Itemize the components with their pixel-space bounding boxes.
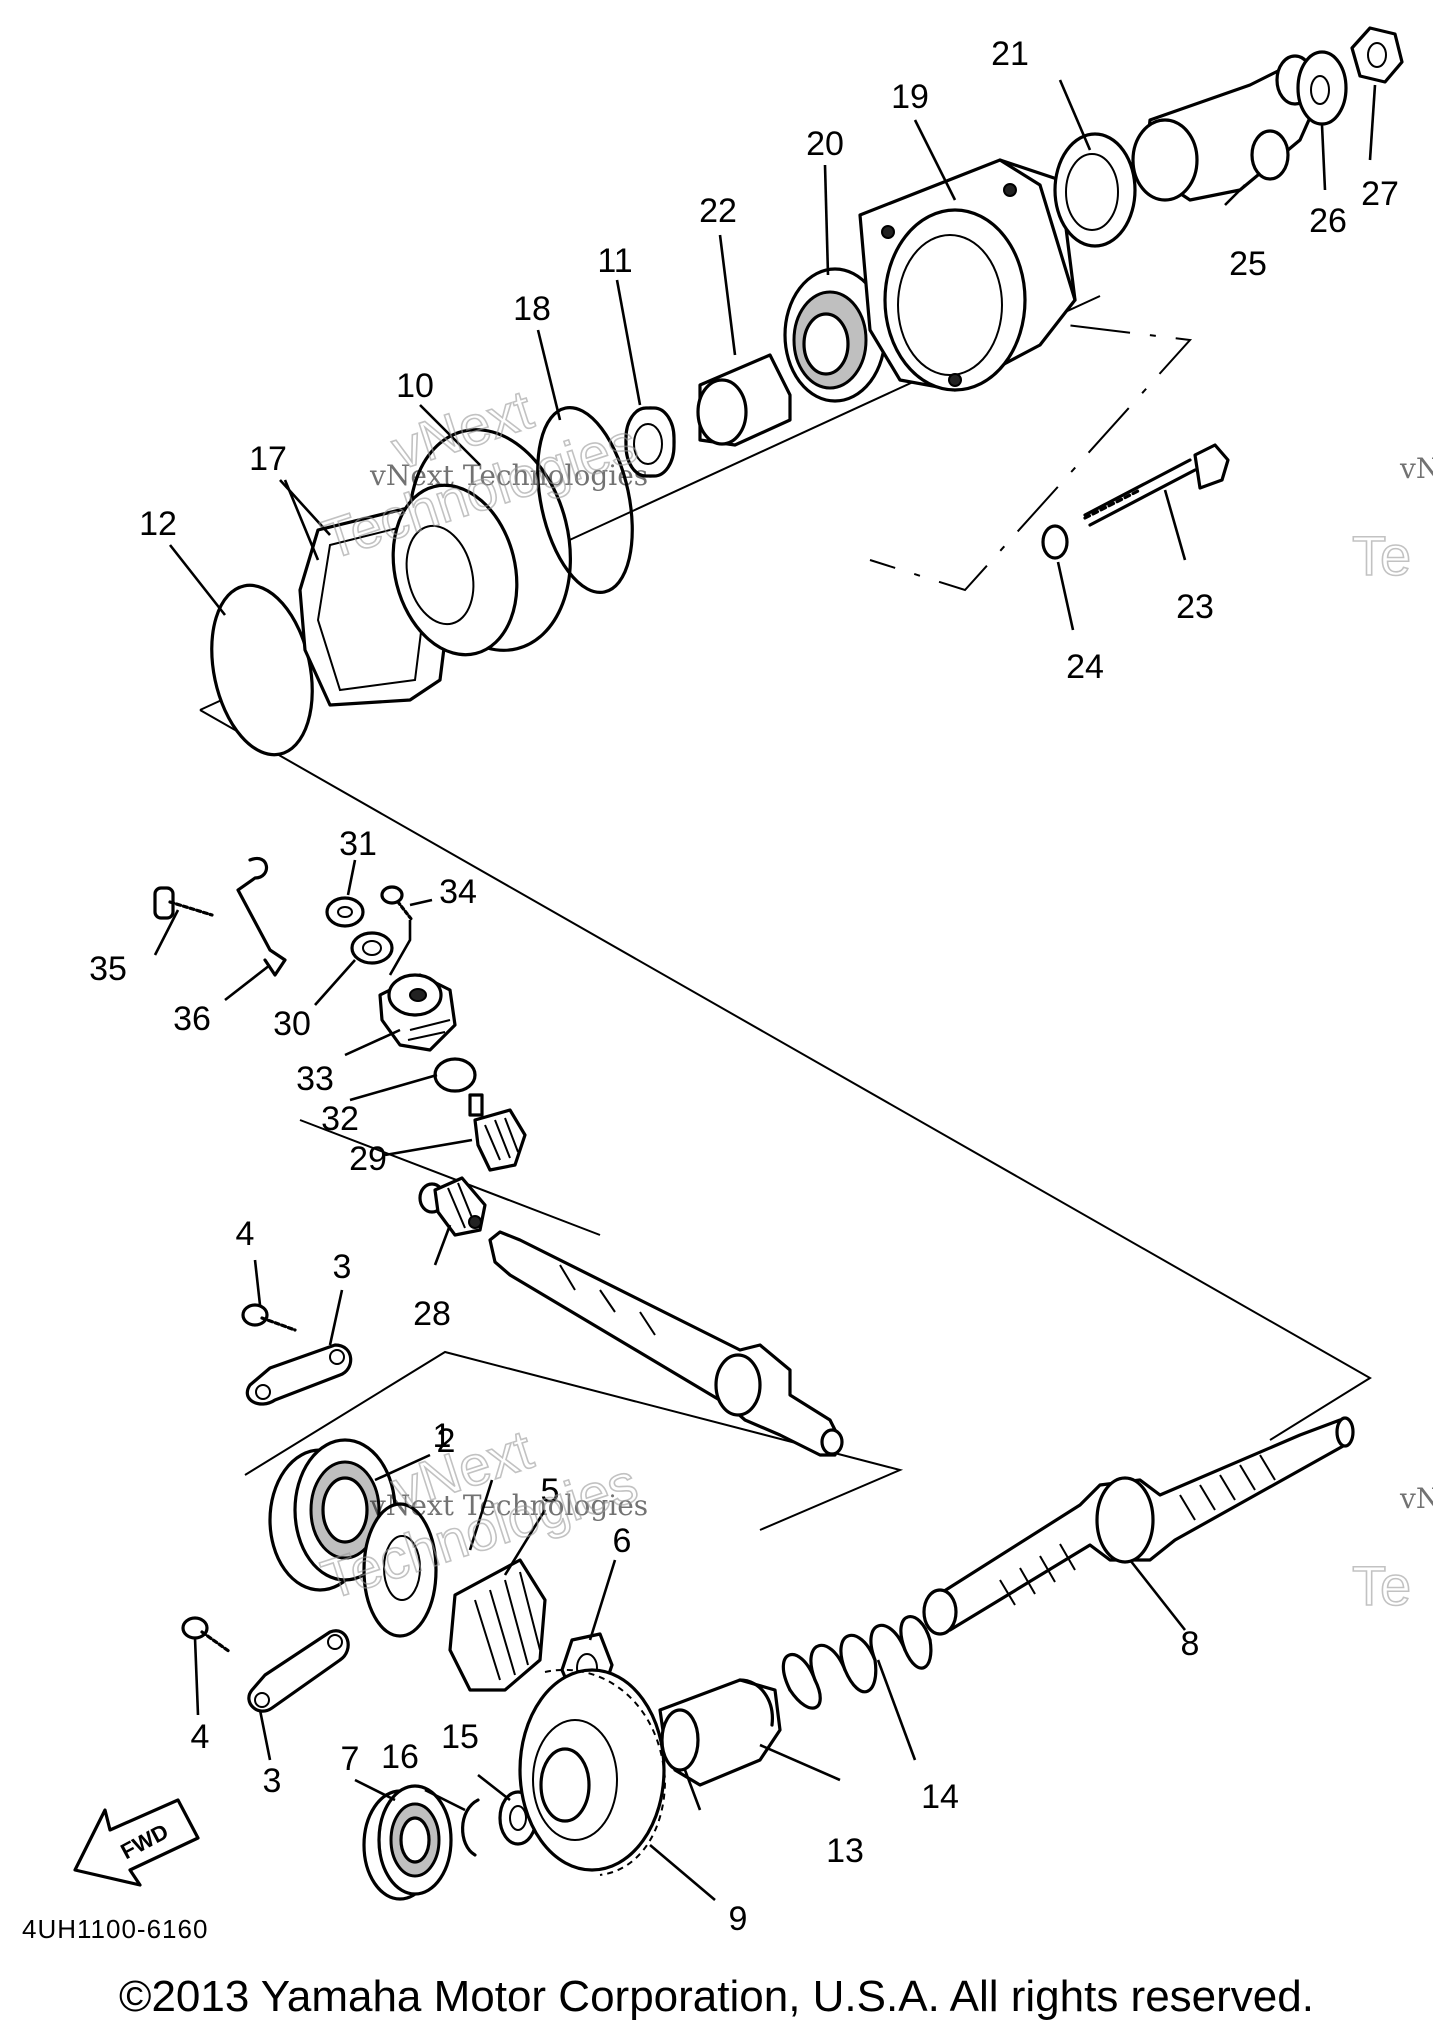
part-number-labels: 1 2 3 3 4 4 5 6 7 8 9 10 11 12 13 14 15 … (89, 35, 1399, 1938)
part-25-universal-yoke (1131, 54, 1322, 202)
label-part-25: 25 (1229, 245, 1267, 283)
label-part-1: 1 (433, 1417, 452, 1455)
part-32-seal (433, 1057, 477, 1093)
label-part-31: 31 (339, 825, 377, 863)
label-part-7: 7 (341, 1740, 360, 1778)
part-31-washer (325, 896, 365, 928)
label-part-8: 8 (1181, 1625, 1200, 1663)
part-11-bushing (624, 406, 676, 478)
part-7-bearing (362, 1784, 453, 1901)
watermark-edge-2: Te (1352, 524, 1411, 587)
label-part-12: 12 (139, 505, 177, 543)
leader-lines (153, 79, 1377, 1901)
label-part-28: 28 (413, 1295, 451, 1333)
watermark-text-lower: vNext Technologies (369, 1489, 648, 1522)
label-part-36: 36 (173, 1000, 211, 1038)
part-33-drive-housing (378, 973, 457, 1052)
label-part-23: 23 (1176, 588, 1214, 626)
part-3-plate-lower (247, 1629, 350, 1713)
label-part-14: 14 (921, 1778, 959, 1816)
watermark-edge-1: vN (1399, 452, 1433, 485)
label-part-3-upper: 3 (333, 1248, 352, 1286)
watermark-edge-3: vN (1399, 1482, 1433, 1515)
part-26-washer (1296, 50, 1348, 126)
label-part-4-upper: 4 (236, 1215, 255, 1253)
part-28-drive-gear (418, 1176, 487, 1237)
label-part-20: 20 (806, 125, 844, 163)
part-3-plate-upper (245, 1343, 353, 1406)
label-part-27: 27 (1361, 175, 1399, 213)
label-part-33: 33 (296, 1060, 334, 1098)
label-part-4-lower: 4 (191, 1718, 210, 1756)
part-23-bolt (1083, 443, 1230, 527)
part-8-main-shaft (922, 1416, 1355, 1636)
part-30-o-ring (350, 931, 394, 965)
part-24-washer (1041, 524, 1069, 560)
label-part-34: 34 (439, 873, 477, 911)
fwd-arrow-icon: FWD (73, 1798, 200, 1887)
part-1-shim (362, 1502, 438, 1638)
label-part-15: 15 (441, 1718, 479, 1756)
label-part-9: 9 (729, 1900, 748, 1938)
part-29-drive-gear (468, 1093, 527, 1172)
label-part-29: 29 (349, 1140, 387, 1178)
label-part-22: 22 (699, 192, 737, 230)
part-35-bolt (153, 886, 214, 920)
label-part-30: 30 (273, 1005, 311, 1043)
copyright-notice: ©2013 Yamaha Motor Corporation, U.S.A. A… (119, 1972, 1314, 2021)
label-part-13: 13 (826, 1832, 864, 1870)
label-part-19: 19 (891, 78, 929, 116)
speedometer-shaft (488, 1230, 844, 1457)
part-10-housing-flange (391, 428, 572, 657)
label-part-24: 24 (1066, 648, 1104, 686)
label-part-17: 17 (249, 440, 287, 478)
part-20-bearing (783, 267, 887, 403)
part-4-bolt-lower (181, 1616, 232, 1654)
label-part-26: 26 (1309, 202, 1347, 240)
part-22-collar (696, 353, 792, 447)
part-18-o-ring (536, 406, 634, 594)
part-21-oil-seal (1053, 132, 1137, 248)
label-part-2: 2 (437, 1422, 456, 1460)
part-9-ring-gear (518, 1668, 667, 1876)
label-part-18: 18 (513, 290, 551, 328)
label-part-21: 21 (991, 35, 1029, 73)
figure-code: 4UH1100-6160 (22, 1914, 209, 1944)
label-part-32: 32 (321, 1100, 359, 1138)
part-34-screw (380, 885, 414, 922)
part-14-spring (781, 1615, 933, 1710)
part-5-pinion-gear (448, 1558, 547, 1692)
part-27-nut (1350, 26, 1404, 84)
label-part-10: 10 (396, 367, 434, 405)
part-36-clip (236, 856, 287, 977)
part-4-bolt-upper (241, 1303, 297, 1332)
part-13-coupling (658, 1678, 782, 1787)
label-part-3-lower: 3 (263, 1762, 282, 1800)
label-part-6: 6 (613, 1522, 632, 1560)
part-19-gear-case (858, 158, 1077, 392)
label-part-16: 16 (381, 1738, 419, 1776)
watermark-edge-4: Te (1352, 1554, 1411, 1617)
part-16-circlip (461, 1798, 480, 1857)
watermark-text-upper: vNext Technologies (369, 459, 648, 492)
label-part-11: 11 (597, 242, 632, 280)
label-part-5: 5 (541, 1472, 560, 1510)
label-part-35: 35 (89, 950, 127, 988)
